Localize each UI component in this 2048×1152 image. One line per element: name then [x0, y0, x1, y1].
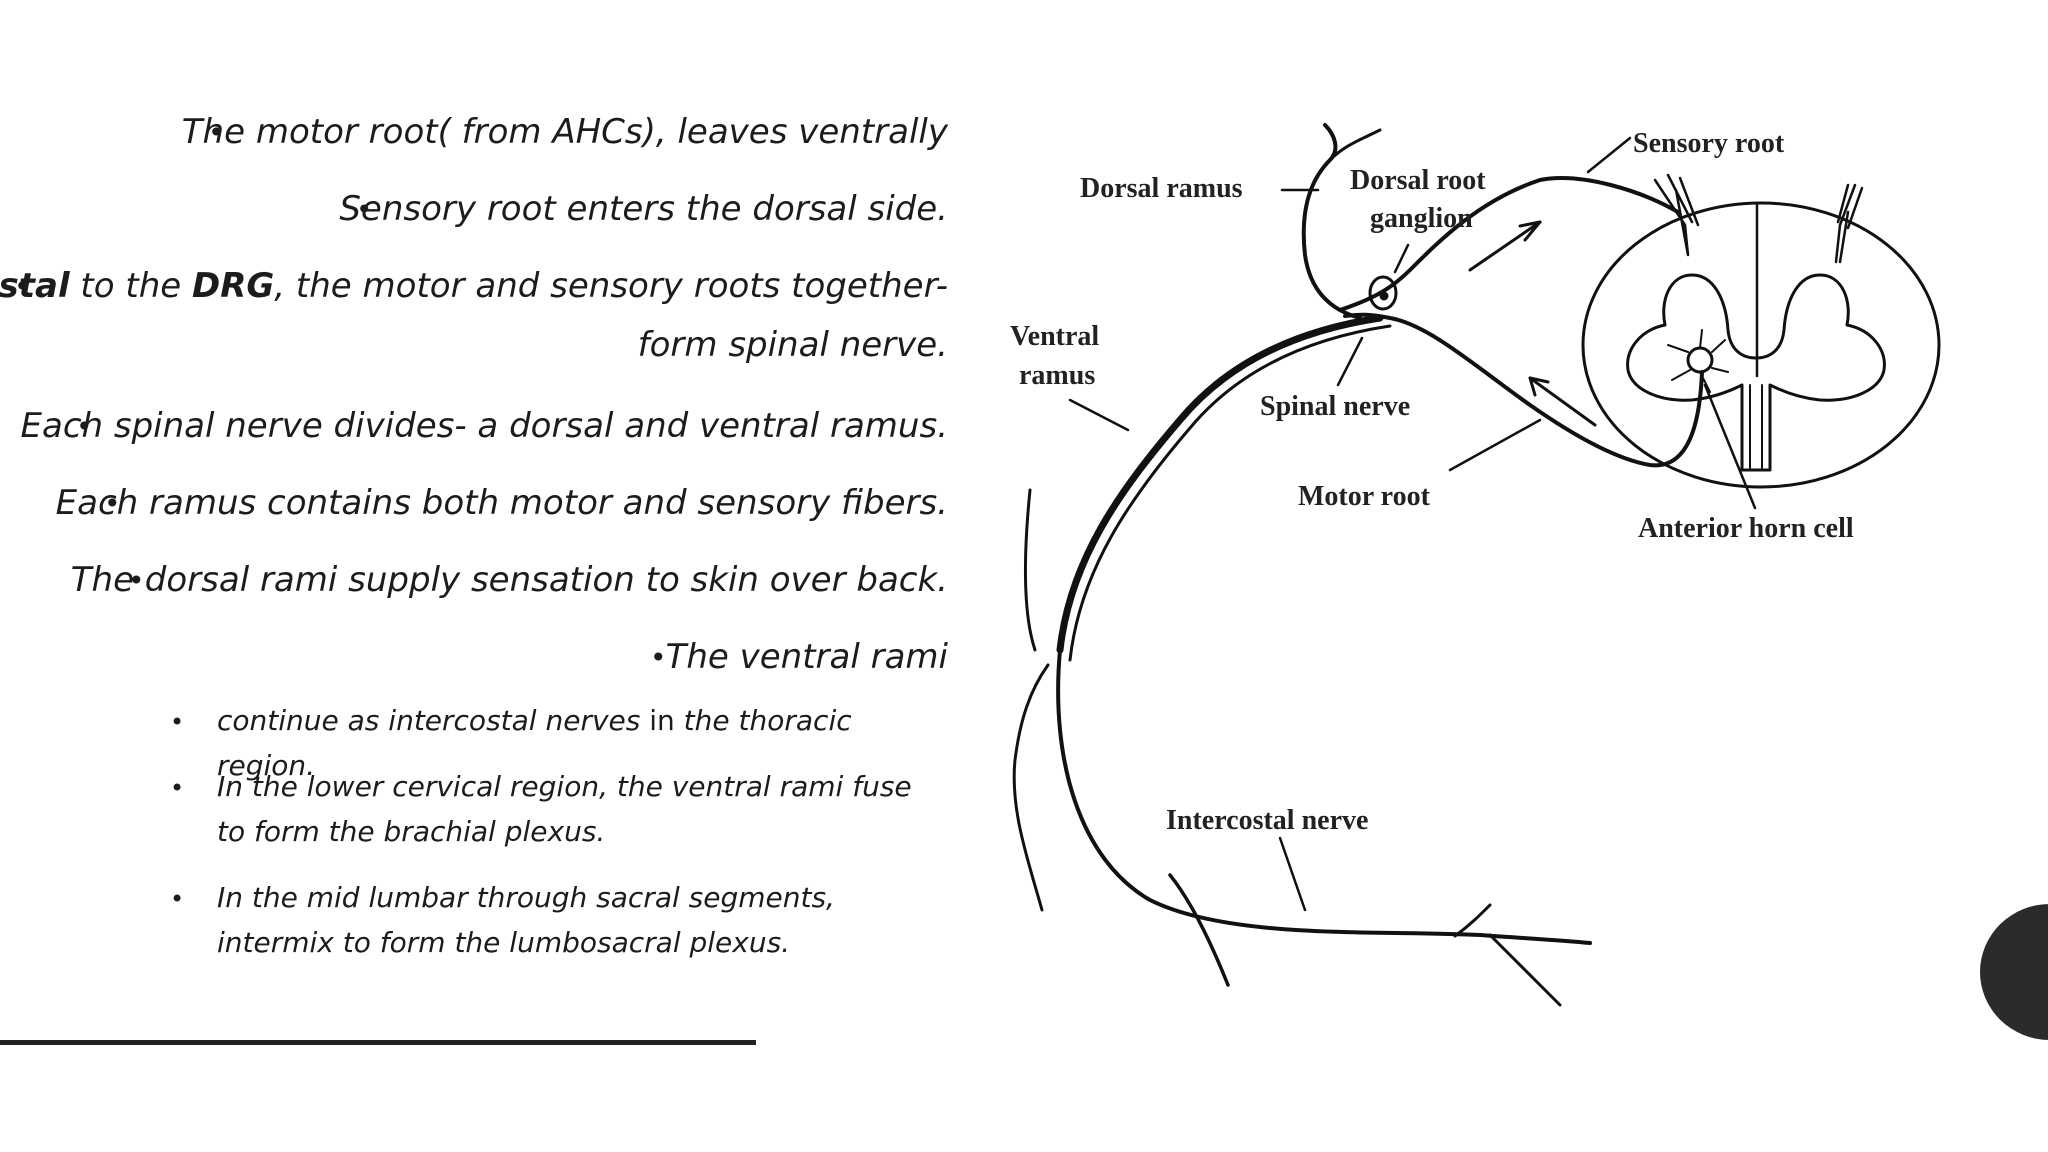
bullet-dot: • [170, 774, 185, 802]
sensory-rootlets-right [1834, 183, 1864, 264]
footer-rule [0, 1040, 756, 1045]
text-fragment: the thoracic region. [217, 704, 852, 782]
sensory-arrow [1468, 220, 1542, 272]
bullet-motor-root: The motor root( from AHCs), leaves ventr… [181, 112, 948, 152]
text-fragment: to the [69, 266, 192, 306]
label-dorsal-root: Dorsal root [1350, 165, 1486, 196]
dorsal-ramus [1301, 123, 1362, 320]
motor-root-nerve [1343, 312, 1704, 468]
bullet-sensory-root: Sensory root enters the dorsal side. [339, 189, 948, 229]
dorsal-root-ganglion [1368, 275, 1398, 311]
spinal-nerve [1056, 314, 1384, 654]
bullet-dot: • [14, 270, 31, 303]
label-ganglion: ganglion [1370, 203, 1473, 234]
bold-distal: Distal [0, 266, 70, 306]
gray-matter [1626, 273, 1886, 472]
spinal-nerve-diagram: Sensory root Dorsal ramus Dorsal root ga… [1010, 123, 1941, 1007]
label-sensory-root: Sensory root [1633, 128, 1785, 159]
bullet-distal-drg: Distal to the DRG, the motor and sensory… [0, 269, 948, 303]
bullet-distal-drg-line2: form spinal nerve. [637, 325, 948, 365]
diagram-lines [1012, 123, 1941, 1007]
anterior-horn-cell [1686, 346, 1714, 374]
bullet-ventral-rami: The ventral rami [665, 637, 948, 677]
text-fragment: continue as intercostal nerves [217, 704, 641, 737]
bold-drg: DRG [191, 266, 275, 306]
bullet-dorsal-rami: The dorsal rami supply sensation to skin… [70, 560, 948, 600]
label-spinal-nerve: Spinal nerve [1260, 391, 1410, 422]
bullet-dot: • [356, 193, 373, 226]
sub-bullet-lumbosacral: In the mid lumbar through sacral segment… [217, 881, 835, 959]
bullet-dot: • [170, 708, 185, 736]
label-ramus: ramus [1019, 360, 1095, 391]
text-fragment: in [640, 704, 684, 737]
label-dorsal-ramus: Dorsal ramus [1080, 173, 1243, 204]
corner-circle [1980, 904, 2048, 1040]
bullet-dot: • [128, 564, 145, 597]
bullet-dot: • [208, 116, 225, 149]
sub-bullet-intercostal: continue as intercostal nerves in the th… [217, 698, 957, 788]
label-anterior-horn-cell: Anterior horn cell [1638, 513, 1854, 544]
bullet-dot: • [76, 410, 93, 443]
label-motor-root: Motor root [1298, 481, 1431, 512]
bullet-dot: • [104, 487, 121, 520]
label-ventral: Ventral [1010, 321, 1099, 352]
label-intercostal-nerve: Intercostal nerve [1166, 805, 1368, 836]
spinal-cord-outline [1581, 201, 1941, 489]
text-fragment: , the motor and sensory roots together- [274, 266, 948, 306]
bullet-spinal-divides: Each spinal nerve divides- a dorsal and … [20, 406, 949, 446]
sensory-rootlets-left [1653, 173, 1700, 257]
bullet-ramus-fibers: Each ramus contains both motor and senso… [55, 483, 948, 523]
sub-bullet-brachial: In the lower cervical region, the ventra… [217, 770, 912, 848]
bullet-dot: • [650, 641, 667, 674]
intercostal-nerve [1056, 648, 1592, 945]
bullet-dot: • [170, 885, 185, 913]
motor-arrow [1528, 376, 1597, 427]
sensory-root-nerve [1338, 176, 1680, 312]
